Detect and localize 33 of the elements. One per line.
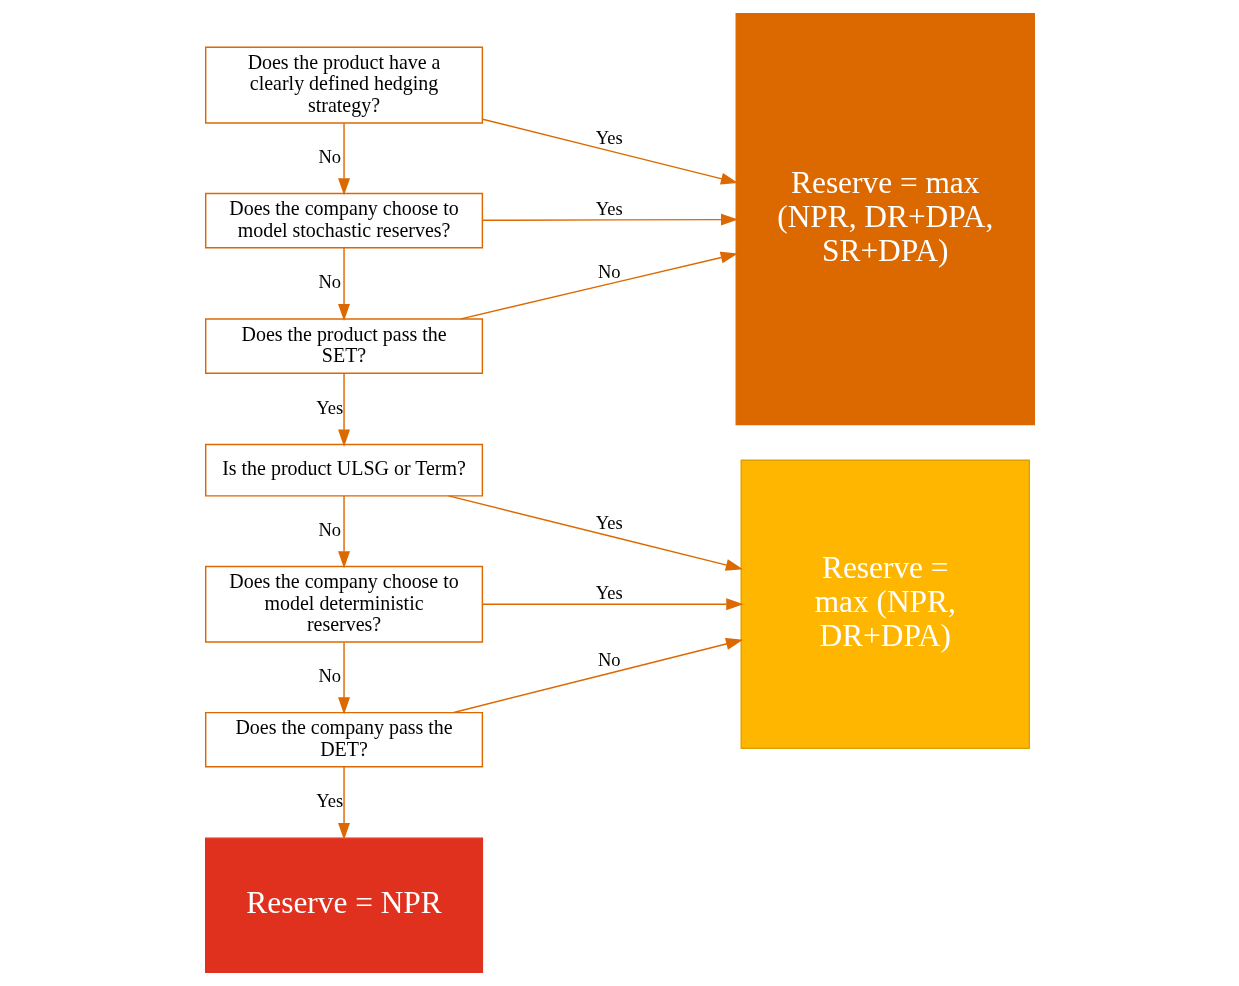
arrow — [447, 495, 743, 571]
edge-label: No — [317, 271, 341, 293]
arrow — [337, 766, 350, 841]
arrow — [337, 372, 350, 447]
edge-label: No — [597, 649, 621, 671]
edge-label: No — [317, 146, 341, 168]
arrow — [452, 638, 743, 714]
edge-label: Yes — [315, 396, 343, 418]
node-box: Reserve = max (NPR, DR+DPA) — [740, 459, 1030, 749]
edge-label: No — [317, 519, 341, 540]
edge-label: Yes — [315, 790, 343, 812]
edge-label: No — [317, 665, 341, 687]
edge-label: Yes — [595, 127, 623, 149]
node-box: Reserve = NPR — [204, 837, 483, 973]
arrow — [459, 251, 738, 320]
node-box: Does the company pass the DET? — [204, 711, 483, 768]
arrow — [337, 495, 350, 569]
edge-label: No — [597, 261, 621, 283]
node-box: Does the company choose to model stochastic reserves? — [204, 192, 483, 249]
node-box: Does the product have a clearly defined hedging strategy? — [204, 46, 483, 124]
node-box: Does the product pass the SET? — [204, 318, 483, 374]
edge-label: Yes — [595, 582, 623, 604]
arrow — [481, 213, 738, 226]
node-box: Is the product ULSG or Term? — [204, 443, 483, 497]
node-box: Does the company choose to model deterministic reserves? — [204, 565, 483, 643]
arrow — [481, 598, 743, 611]
edge-label: Yes — [595, 512, 623, 534]
arrow — [337, 247, 350, 322]
arrow — [481, 118, 738, 185]
edge-label: Yes — [595, 198, 623, 220]
arrow — [337, 122, 350, 196]
node-box: Reserve = max (NPR, DR+DPA, SR+DPA) — [735, 13, 1035, 426]
arrow — [337, 641, 350, 715]
